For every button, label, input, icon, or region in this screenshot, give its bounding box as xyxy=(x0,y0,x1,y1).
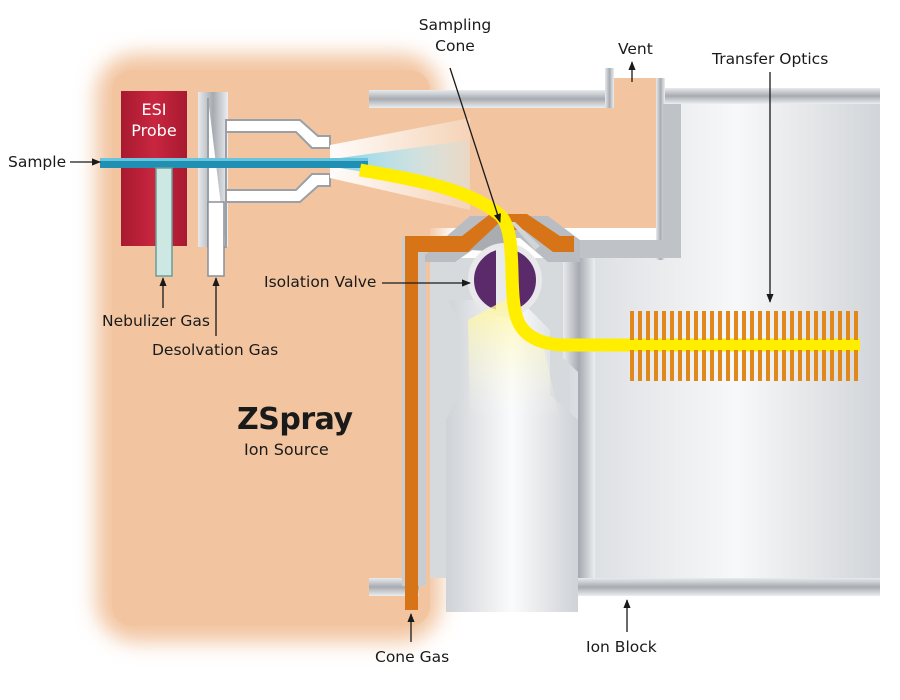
isolation-valve-label: Isolation Valve xyxy=(264,273,377,291)
esi-probe-label: ESI Probe xyxy=(121,99,187,141)
cone-gas-label: Cone Gas xyxy=(375,648,450,666)
esi-probe xyxy=(121,91,187,246)
esi-probe-label-line2: Probe xyxy=(131,121,177,140)
sampling-cone-label-line2: Cone xyxy=(435,37,475,55)
transfer-optics xyxy=(626,311,860,381)
nebulizer-gas-label: Nebulizer Gas xyxy=(102,312,210,330)
esi-probe-label-line1: ESI xyxy=(141,100,167,119)
ion-beam xyxy=(358,163,860,420)
leader-lines xyxy=(70,61,774,642)
transfer-optics-label: Transfer Optics xyxy=(712,50,829,68)
sample-capillary xyxy=(100,158,368,277)
zspray-subtitle: Ion Source xyxy=(244,440,329,459)
sampling-cone-label-line1: Sampling xyxy=(418,16,492,34)
ion-block-label: Ion Block xyxy=(586,638,657,656)
sample-label: Sample xyxy=(8,153,67,171)
zspray-title: ZSpray xyxy=(237,402,353,437)
optics-beam xyxy=(626,340,860,350)
vent-label: Vent xyxy=(618,40,653,58)
sampling-cone-arrow xyxy=(449,67,501,223)
desolvation-gas-label: Desolvation Gas xyxy=(152,341,279,359)
sampling-cone-label: Sampling Cone xyxy=(419,15,492,57)
